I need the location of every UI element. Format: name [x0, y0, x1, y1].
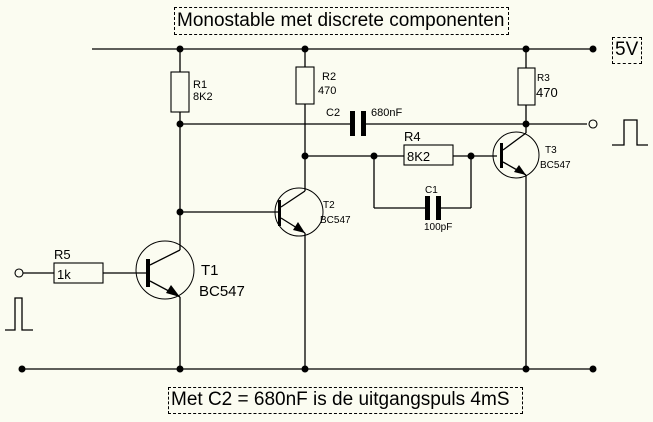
- r3-name: R3: [537, 73, 550, 84]
- c2-value: 680nF: [371, 107, 402, 119]
- r5-value: 1k: [57, 267, 71, 282]
- r2-name: R2: [322, 71, 336, 83]
- capacitor-c1-plate: [425, 196, 430, 220]
- t1-name: T1: [201, 262, 219, 279]
- ground-terminal-right: [589, 365, 597, 373]
- note-label: Met C2 = 680nF is de uitgangspuls 4mS: [168, 387, 523, 414]
- junction: [522, 120, 530, 128]
- transistor-t1: [135, 240, 195, 300]
- resistor-r4: [403, 144, 454, 166]
- junction: [176, 365, 184, 373]
- ground-terminal-left: [18, 365, 26, 373]
- resistor-r2: [295, 66, 315, 105]
- output-pulse-icon: [612, 119, 648, 146]
- t1-type: BC547: [199, 283, 245, 300]
- r5-name: R5: [54, 247, 71, 262]
- t2-type: BC547: [320, 215, 351, 226]
- r4-name: R4: [404, 129, 421, 144]
- diagram-title: Monostable met discrete componenten: [174, 7, 510, 35]
- junction: [522, 365, 530, 373]
- transistor-t2: [274, 187, 324, 237]
- input-terminal: [14, 268, 24, 278]
- t3-name: T3: [545, 145, 557, 156]
- r3-value: 470: [536, 85, 558, 100]
- output-terminal: [588, 119, 598, 129]
- supply-voltage-label: 5V: [612, 37, 643, 64]
- junction: [301, 365, 309, 373]
- capacitor-c1-plate: [436, 196, 441, 220]
- r4-value: 8K2: [407, 149, 430, 164]
- supply-terminal: [589, 45, 597, 53]
- t2-name: T2: [323, 200, 335, 211]
- r2-value: 470: [318, 85, 336, 97]
- r1-name: R1: [193, 79, 207, 91]
- capacitor-c2-plate: [350, 111, 355, 136]
- c1-value: 100pF: [424, 222, 452, 233]
- t3-type: BC547: [540, 160, 571, 171]
- resistor-r1: [170, 71, 190, 113]
- transistor-t3: [492, 131, 540, 179]
- c2-name: C2: [326, 107, 340, 119]
- capacitor-c2-plate: [361, 111, 366, 136]
- c1-name: C1: [425, 185, 438, 196]
- input-pulse-icon: [5, 297, 33, 331]
- r1-value: 8K2: [193, 91, 213, 103]
- resistor-r3: [517, 67, 536, 106]
